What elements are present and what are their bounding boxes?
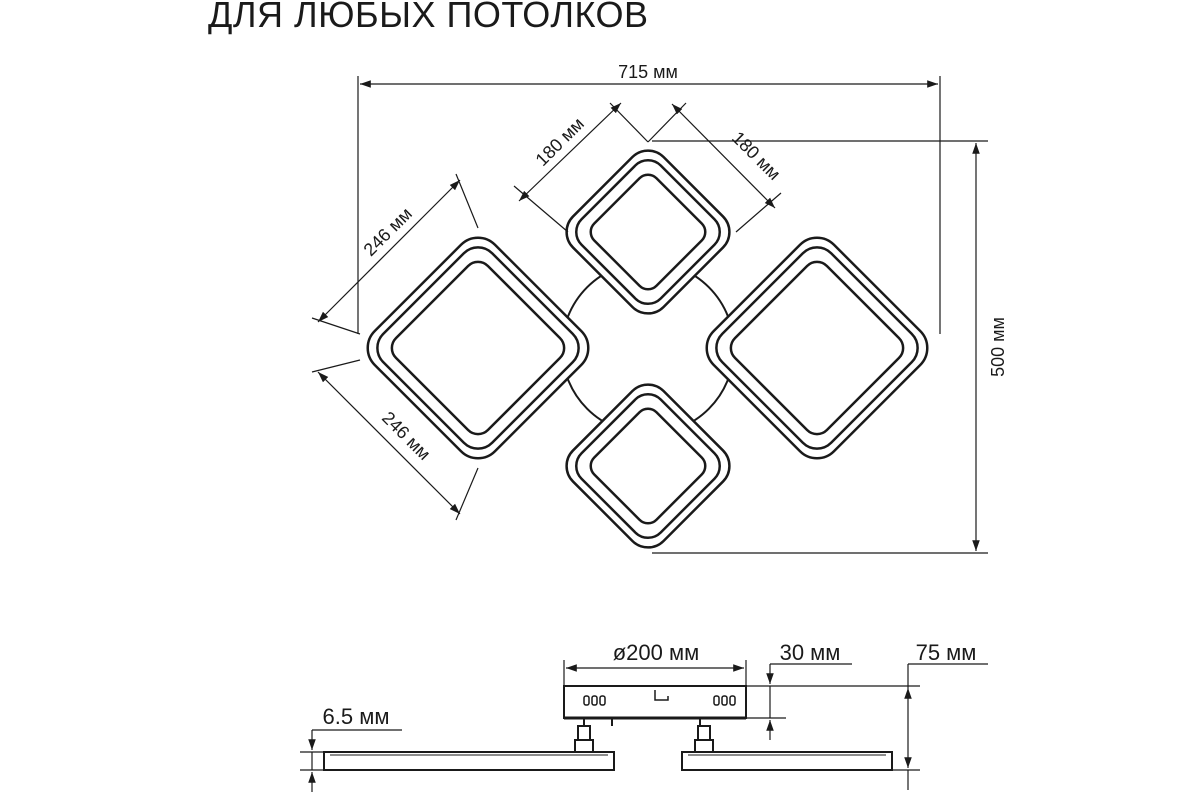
- right-stem: [694, 725, 714, 753]
- base-diameter-label: ø200 мм: [613, 640, 700, 665]
- side-view: [323, 685, 893, 771]
- left-stem: [574, 725, 594, 753]
- small-square-side-b-label: 180 мм: [728, 128, 784, 184]
- side-view-dimensions: [300, 660, 988, 792]
- top-view-dimensions: [311, 76, 988, 554]
- large-square-side-b-line: [317, 371, 461, 515]
- small-square-side-a-line: [518, 102, 622, 202]
- right-panel: [681, 751, 893, 771]
- top-view: [366, 149, 929, 549]
- large-square-side-a-line: [317, 179, 461, 323]
- left-panel: [323, 751, 615, 771]
- base-height-label: 30 мм: [780, 640, 841, 665]
- right-large-square: [705, 236, 929, 460]
- height-label: 500 мм: [988, 317, 1008, 377]
- base-vents: [583, 690, 736, 706]
- page-title: ДЛЯ ЛЮБЫХ ПОТОЛКОВ: [208, 0, 649, 35]
- panel-thickness-label: 6.5 мм: [323, 704, 390, 729]
- total-height-label: 75 мм: [916, 640, 977, 665]
- small-square-side-b-line: [671, 103, 776, 209]
- bottom-small-square: [565, 383, 731, 549]
- width-label: 715 мм: [618, 62, 678, 82]
